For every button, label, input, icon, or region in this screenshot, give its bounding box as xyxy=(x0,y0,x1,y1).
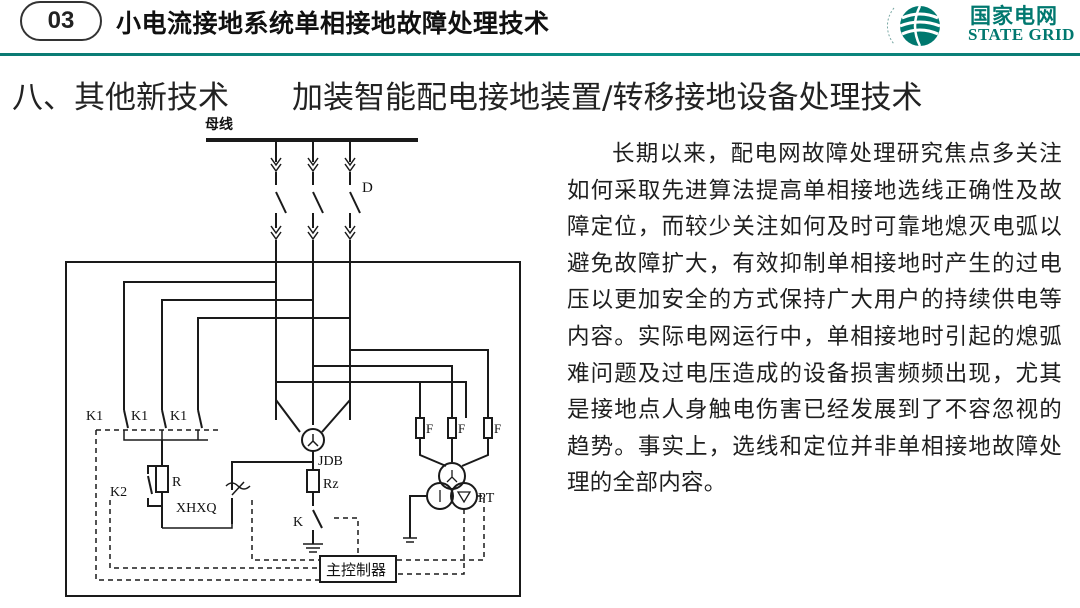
label-jdb: JDB xyxy=(318,454,343,469)
body-paragraph: 长期以来，配电网故障处理研究焦点多关注如何采取先进算法提高单相接地选线正确性及故… xyxy=(567,141,1062,497)
label-bus: 母线 xyxy=(205,116,233,133)
pt-transformer xyxy=(396,462,485,575)
label-k1-c: K1 xyxy=(170,409,187,424)
logo-chinese-text: 国家电网 xyxy=(970,4,1058,28)
label-k1-b: K1 xyxy=(131,409,148,424)
label-k1-a: K1 xyxy=(86,409,103,424)
grounding-device-circuit-diagram: 母线 D K1 K1 K1 xyxy=(65,116,521,597)
section-title: 八、其他新技术 xyxy=(12,80,229,116)
main-controller-box xyxy=(319,555,397,583)
r-resistor xyxy=(155,465,169,493)
label-pt: PT xyxy=(478,491,495,506)
fuses xyxy=(415,382,493,467)
header-divider xyxy=(0,53,1080,56)
label-k2: K2 xyxy=(110,485,127,500)
state-grid-logo: 国家电网 STATE GRID xyxy=(880,0,1076,50)
k1-switches xyxy=(96,409,220,441)
header-bar: 03 小电流接地系统单相接地故障处理技术 国家电网 STATE GRID xyxy=(0,0,1080,56)
phase-drops xyxy=(270,140,361,420)
label-rz: Rz xyxy=(323,477,339,492)
control-lines xyxy=(95,430,359,581)
device-enclosure xyxy=(65,261,521,597)
label-f-a: F xyxy=(426,421,433,436)
label-r: R xyxy=(172,475,182,490)
header-title: 小电流接地系统单相接地故障处理技术 xyxy=(116,9,550,38)
label-xhxq: XHXQ xyxy=(176,501,216,516)
label-controller: 主控制器 xyxy=(326,562,386,579)
label-f-c: F xyxy=(494,421,501,436)
label-f-b: F xyxy=(458,421,465,436)
label-d: D xyxy=(362,180,373,196)
section-number-badge: 03 xyxy=(20,1,102,41)
globe-icon xyxy=(887,5,941,47)
label-k: K xyxy=(293,515,303,530)
logo-english-text: STATE GRID xyxy=(968,25,1075,44)
rz-resistor xyxy=(306,469,320,493)
feeder-wiring xyxy=(123,281,489,433)
section-subtitle: 加装智能配电接地装置/转移接地设备处理技术 xyxy=(292,80,923,116)
